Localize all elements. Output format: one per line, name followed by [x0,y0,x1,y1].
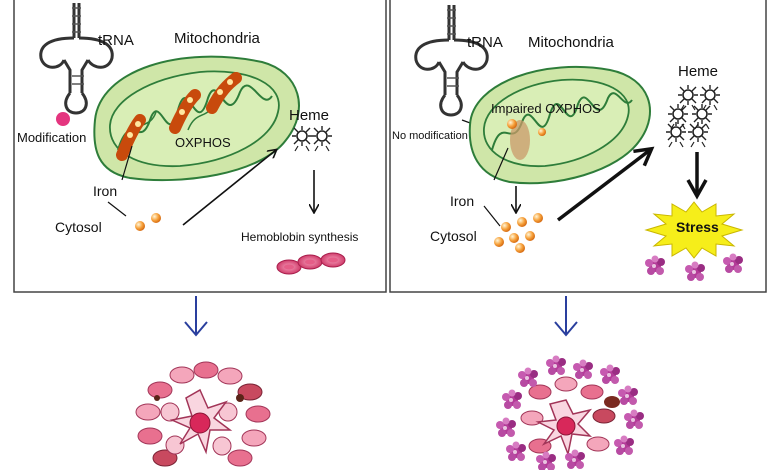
trna-label: tRNA [467,34,503,51]
erythroblastic-island-stressed-icon [496,355,644,471]
iron-ion-icon [538,128,546,136]
trna-label: tRNA [98,32,134,49]
iron-label: Iron [93,183,117,199]
oxphos-complex-icons [116,72,242,161]
left-down-arrow-icon [184,296,208,337]
iron-ion-icon [135,221,145,231]
iron-to-heme-thick-arrow [556,146,655,222]
stress-burst-icon [644,201,744,259]
modification-marker-icon [56,112,70,126]
erythroblastic-island-normal-icon [135,361,271,467]
iron-label: Iron [450,193,474,209]
mitochondria-label: Mitochondria [528,34,615,51]
cytosol-label: Cytosol [55,219,102,235]
hemoglobin-synthesis-label: Hemoblobin synthesis [241,230,358,244]
right-down-arrow-icon [554,296,578,337]
no-modification-label: No modification [392,130,468,142]
red-blood-cells-icon [276,252,346,275]
iron-to-heme-arrow [182,150,276,226]
impaired-oxphos-complex-icon [510,120,530,160]
iron-ion-icon [507,119,517,129]
iron-ion-cluster-icon [494,213,543,253]
mitochondrion-icon [93,55,300,182]
cytosol-label: Cytosol [430,228,477,244]
iron-ion-icon [151,213,161,223]
iron-pointer-line [493,147,509,181]
stress-label: Stress [676,219,719,235]
impaired-oxphos-label: Impaired OXPHOS [491,101,601,116]
mitochondria-label: Mitochondria [174,30,261,47]
cytosol-pointer-line [483,205,501,227]
oxphos-label: OXPHOS [175,135,231,150]
iron-pointer-line [121,145,133,181]
heme-label: Heme [289,107,329,124]
cytosol-pointer-line [107,201,127,217]
modification-label: Modification [17,130,86,145]
heme-label: Heme [678,63,718,80]
